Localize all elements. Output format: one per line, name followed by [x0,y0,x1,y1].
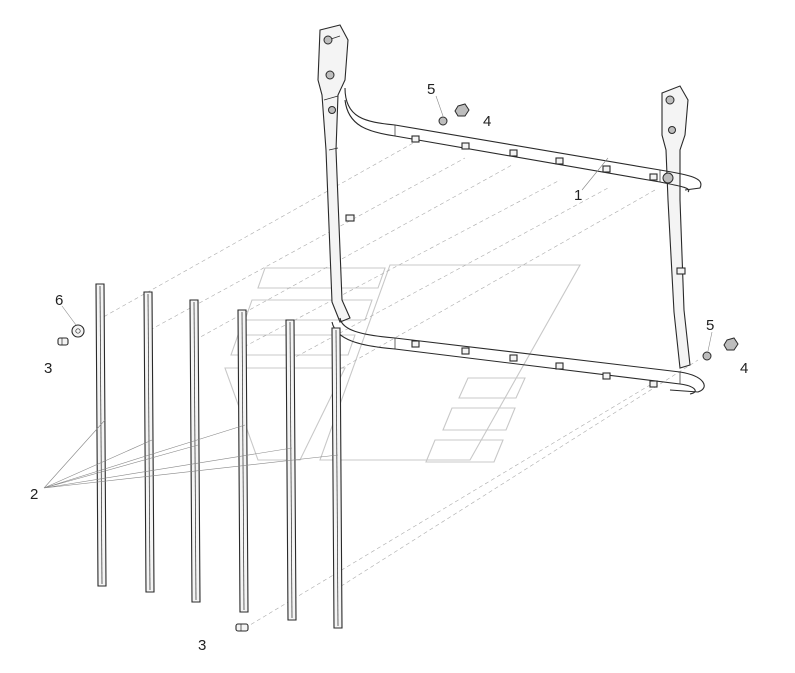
callout-2: 2 [30,486,38,503]
frame-assembly [317,24,705,395]
leader-lines [43,95,713,489]
callout-3-left: 3 [44,360,52,377]
left-pillar [317,24,351,323]
nut-right [723,337,739,351]
callout-6: 6 [55,292,63,309]
right-pillar [661,85,691,369]
fasteners [57,103,739,632]
watermark-logo [224,264,581,463]
bottom-tube-clips [411,340,658,388]
callout-labels: 1 2 3 3 4 4 5 5 6 [30,81,748,654]
callout-4-right: 4 [740,360,748,377]
washer-right [702,351,712,361]
top-tube-clips [411,135,658,181]
callout-5-right: 5 [706,317,714,334]
bolt-bottom [235,623,249,632]
callout-5-left: 5 [427,81,435,98]
washer-large [71,324,85,338]
assembly-guide-lines [97,141,699,629]
washer-left [438,116,448,126]
callout-4-left: 4 [483,113,491,130]
nut-left [454,103,470,117]
callout-3-bottom: 3 [198,637,206,654]
bolt-left [57,337,69,346]
callout-1: 1 [574,187,582,204]
seal-strips [95,283,343,629]
